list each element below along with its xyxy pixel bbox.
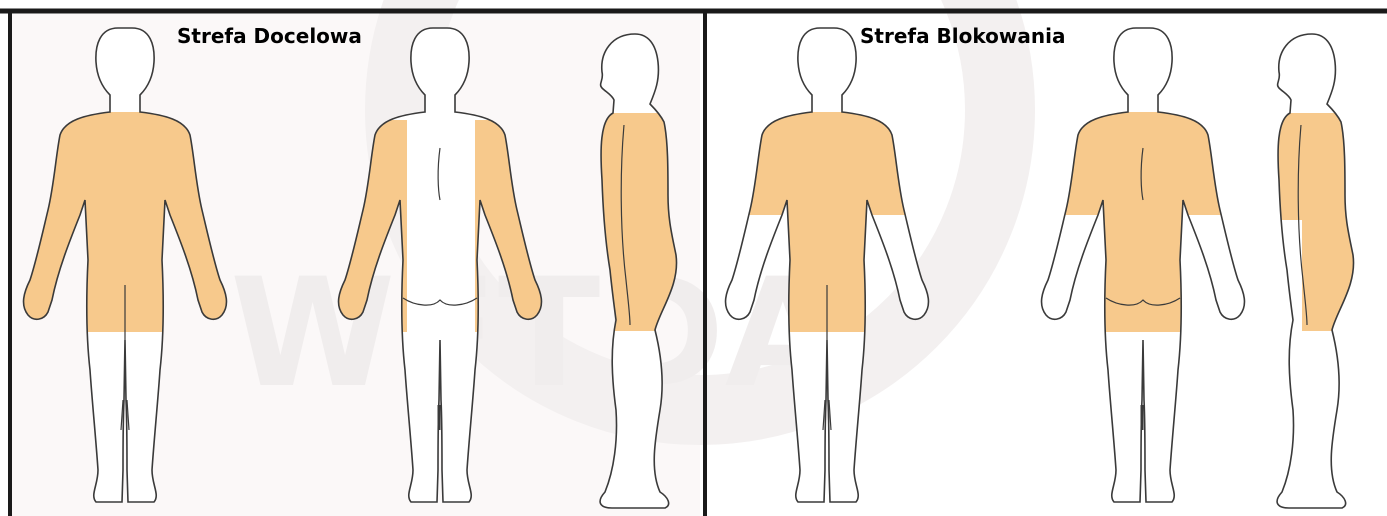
target-zone-title: Strefa Docelowa (177, 26, 362, 46)
blocking-zone-side-figure (1267, 34, 1367, 508)
blocking-zone-title: Strefa Blokowania (860, 26, 1065, 46)
blocking-zone-back-figure (1018, 28, 1278, 502)
blocking-zone-front-highlight (702, 112, 962, 332)
blocking-zone-back-highlight (1018, 112, 1278, 332)
